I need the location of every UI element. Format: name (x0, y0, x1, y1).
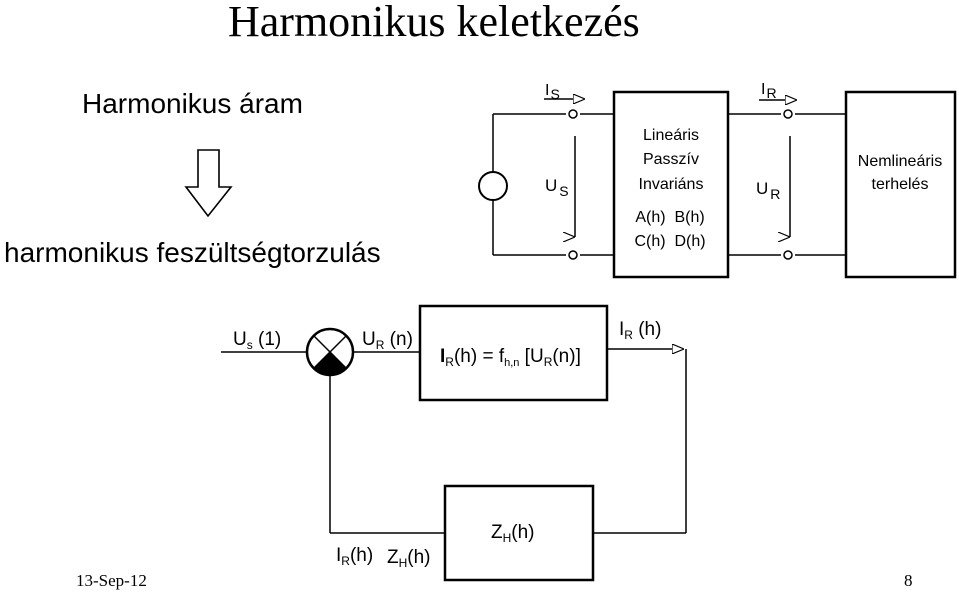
load-current-label: IR (761, 81, 777, 101)
function-block-formula: IR(h) = fh,n [UR(n)] (440, 346, 581, 369)
terminal-bottom-right (783, 250, 793, 260)
voltage-source-icon (478, 171, 508, 201)
summing-junction-icon (305, 327, 355, 377)
feedback-current-label: IR(h) (336, 545, 373, 568)
network-param-2: C(h) D(h) (634, 233, 705, 250)
linear-network-box (612, 90, 730, 279)
cause-label: Harmonikus áram (82, 88, 303, 119)
block-diagram (221, 304, 687, 582)
summer-output-label: UR (n) (362, 329, 413, 352)
circuit-diagram (478, 90, 957, 279)
feedback-impedance-label: ZH(h) (387, 547, 431, 570)
down-arrow-icon (184, 149, 233, 218)
load-line-1: Nemlineáris (858, 153, 942, 170)
nonlinear-load-box (844, 90, 957, 279)
slide-title: Harmonikus keletkezés (228, 0, 640, 46)
footer-date: 13-Sep-12 (76, 571, 147, 590)
network-line-2: Passzív (643, 151, 699, 168)
source-current-label: IS (545, 82, 560, 102)
page-number: 8 (904, 571, 913, 590)
load-line-2: terhelés (872, 176, 929, 193)
input-label: Us (1) (233, 329, 281, 352)
network-line-3: Invariáns (639, 176, 704, 193)
effect-label: harmonikus feszültségtorzulás (4, 237, 381, 268)
impedance-label: ZH(h) (491, 522, 535, 545)
output-label: IR (h) (619, 319, 661, 342)
terminal-bottom-left (568, 250, 578, 260)
network-line-1: Lineáris (643, 127, 699, 144)
network-param-1: A(h) B(h) (635, 209, 704, 226)
terminal-top-right (783, 109, 793, 119)
terminal-top-left (568, 109, 578, 119)
nonlinear-function-block (418, 304, 609, 402)
